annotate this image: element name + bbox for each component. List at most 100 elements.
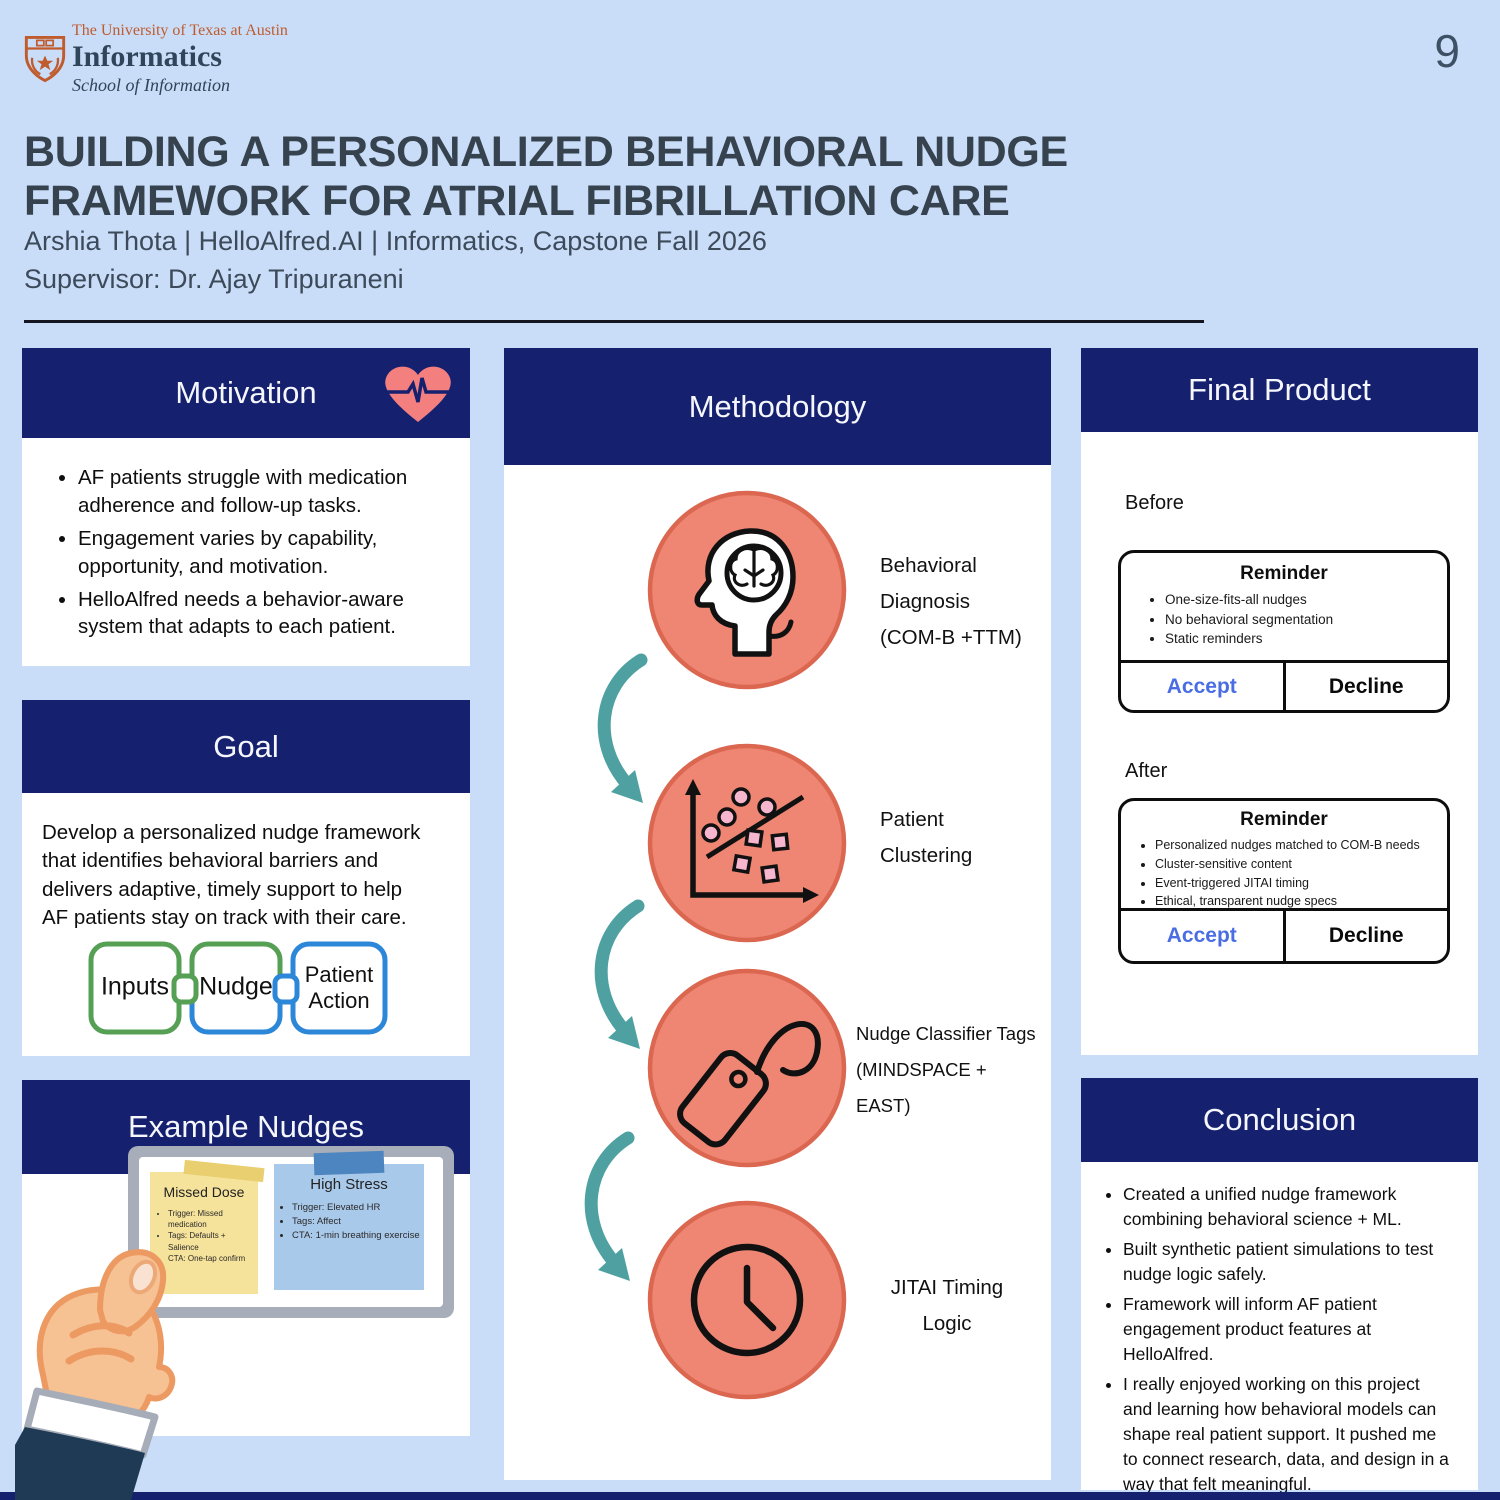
ut-shield-icon: [24, 35, 66, 83]
blue-note-item: Tags: Affect: [292, 1215, 420, 1229]
step-label-line: Patient: [880, 808, 944, 831]
motivation-bullet: HelloAlfred needs a behavior-aware system…: [78, 586, 462, 642]
goal-flow-diagram: Inputs Nudge Patient Action: [88, 941, 388, 1035]
conclusion-line: combining behavioral science + ML.: [1123, 1209, 1402, 1230]
tape-icon: [313, 1150, 385, 1176]
reminder-button-row: Accept Decline: [1121, 908, 1447, 961]
flow-connector-green: [171, 973, 199, 1005]
motivation-bullet-line: Engagement varies by capability,: [78, 526, 378, 550]
flow-arrow-icon: [601, 906, 640, 1049]
conclusion-line: engagement product features at: [1123, 1319, 1372, 1340]
flow-label-inputs: Inputs: [101, 973, 169, 1001]
motivation-bullet-line: system that adapts to each patient.: [78, 615, 396, 639]
goal-title: Goal: [213, 728, 279, 764]
flow-label-nudge: Nudge: [199, 973, 273, 1001]
step-label-line: Logic: [922, 1312, 972, 1335]
motivation-bullet-line: adherence and follow-up tasks.: [78, 493, 362, 517]
conclusion-line: way that felt meaningful.: [1123, 1474, 1312, 1495]
step-label-line: (COM-B +TTM): [880, 626, 1022, 649]
flow-label-action: Action: [308, 988, 369, 1013]
clock-icon: [690, 1243, 804, 1357]
decline-button: Decline: [1282, 663, 1448, 710]
step-circle-nudge-classifier: [647, 968, 847, 1168]
bottom-accent-bar: [0, 1492, 1500, 1500]
logo-department-line: Informatics: [72, 40, 222, 73]
flow-connector-blue: [272, 973, 300, 1005]
blue-note-item: Trigger: Elevated HR: [292, 1201, 420, 1215]
conclusion-line: and learning how behavioral models can: [1123, 1399, 1437, 1420]
motivation-bullet-line: HelloAlfred needs a behavior-aware: [78, 587, 404, 611]
accept-button: Accept: [1166, 674, 1237, 698]
flow-arrow-icon: [604, 660, 643, 803]
motivation-bullet-line: opportunity, and motivation.: [78, 554, 329, 578]
conclusion-header: Conclusion: [1081, 1078, 1478, 1162]
tablet-illustration: Missed Dose Trigger: Missed medication T…: [128, 1146, 454, 1318]
methodology-header: Methodology: [504, 348, 1051, 465]
heartbeat-heart-icon: [384, 366, 452, 422]
yellow-note-item: Trigger: Missed medication: [168, 1208, 254, 1230]
before-label: Before: [1125, 492, 1184, 514]
conclusion-line: shape real patient support. It pushed me: [1123, 1424, 1437, 1445]
reminder-card-title: Reminder: [1240, 809, 1328, 830]
step-label-line: Behavioral: [880, 554, 977, 577]
supervisor-line: Supervisor: Dr. Ajay Tripuraneni: [24, 264, 404, 294]
motivation-bullet-list: AF patients struggle with medication adhe…: [54, 464, 462, 641]
conclusion-bullet: I really enjoyed working on this project…: [1123, 1372, 1468, 1497]
flow-label-patient: Patient: [305, 962, 374, 987]
conclusion-line: Created a unified nudge framework: [1123, 1184, 1397, 1204]
accept-button: Accept: [1166, 924, 1237, 947]
reminder-item: Personalized nudges matched to COM-B nee…: [1155, 836, 1447, 855]
conclusion-line: Framework will inform AF patient: [1123, 1294, 1377, 1315]
yellow-note-item: Tags: Defaults + Salience: [168, 1230, 254, 1252]
goal-header: Goal: [22, 700, 470, 793]
flow-arrow-icon: [591, 1138, 630, 1281]
yellow-note-title: Missed Dose: [163, 1184, 245, 1200]
logo-text: The University of Texas at Austin Inform…: [72, 22, 288, 96]
poster-title-line1: BUILDING A PERSONALIZED BEHAVIORAL NUDGE: [24, 128, 1068, 176]
reminder-card-title: Reminder: [1240, 563, 1328, 584]
goal-paragraph: Develop a personalized nudge framework t…: [42, 819, 456, 932]
reminder-item: No behavioral segmentation: [1165, 610, 1447, 630]
conclusion-line: to connect research, data, and design in…: [1123, 1449, 1449, 1470]
after-reminder-card: Reminder Personalized nudges matched to …: [1118, 798, 1450, 964]
motivation-header: Motivation: [22, 348, 470, 438]
final-product-header: Final Product: [1081, 348, 1478, 432]
motivation-bullet: AF patients struggle with medication adhe…: [78, 464, 462, 520]
conclusion-bullet: Framework will inform AF patient engageme…: [1123, 1292, 1468, 1367]
sticky-note-missed-dose: Missed Dose Trigger: Missed medication T…: [150, 1159, 265, 1294]
motivation-body: AF patients struggle with medication adhe…: [22, 438, 470, 666]
conclusion-body: Created a unified nudge framework combini…: [1081, 1162, 1478, 1494]
logo-university-line: The University of Texas at Austin: [72, 22, 288, 39]
conclusion-line: Built synthetic patient simulations to t…: [1123, 1239, 1434, 1260]
logo-school-line: School of Information: [72, 74, 230, 95]
conclusion-bullet: Created a unified nudge framework combini…: [1123, 1182, 1468, 1232]
tag-icon: [677, 1021, 821, 1148]
hand-holding-tablet-icon: [15, 1249, 176, 1500]
yellow-note-item: CTA: One-tap confirm: [168, 1253, 254, 1264]
blue-note-title: High Stress: [310, 1176, 388, 1193]
methodology-step-label: Nudge Classifier Tags (MINDSPACE + EAST): [856, 1016, 1056, 1124]
step-label-line: (MINDSPACE +: [856, 1059, 987, 1080]
conclusion-line: HelloAlfred.: [1123, 1344, 1214, 1365]
decline-button: Decline: [1282, 911, 1448, 961]
motivation-bullet-line: AF patients struggle with medication: [78, 466, 408, 489]
motivation-bullet: Engagement varies by capability, opportun…: [78, 525, 462, 581]
blue-note-list: Trigger: Elevated HR Tags: Affect CTA: 1…: [280, 1201, 420, 1242]
conclusion-line: I really enjoyed working on this project: [1123, 1374, 1420, 1395]
methodology-step-label: Behavioral Diagnosis (COM-B +TTM): [880, 548, 1022, 656]
goal-paragraph-line: delivers adaptive, timely support to hel…: [42, 877, 403, 901]
methodology-step-label: JITAI Timing Logic: [872, 1270, 1022, 1342]
final-product-title: Final Product: [1188, 372, 1371, 407]
blue-note-item: CTA: 1-min breathing exercise: [292, 1229, 420, 1243]
step-label-line: Nudge Classifier Tags: [856, 1023, 1036, 1044]
reminder-item: Static reminders: [1165, 629, 1447, 649]
step-label-line: Diagnosis: [880, 590, 971, 613]
methodology-step-label: Patient Clustering: [880, 802, 972, 874]
header-divider: [24, 320, 1204, 323]
methodology-flow-graphic: [575, 490, 847, 1400]
step-label-line: Clustering: [880, 844, 973, 867]
scatter-plot-icon: [685, 779, 819, 903]
conclusion-bullet-list: Created a unified nudge framework combini…: [1099, 1182, 1468, 1497]
reminder-item: Cluster-sensitive content: [1155, 855, 1447, 874]
